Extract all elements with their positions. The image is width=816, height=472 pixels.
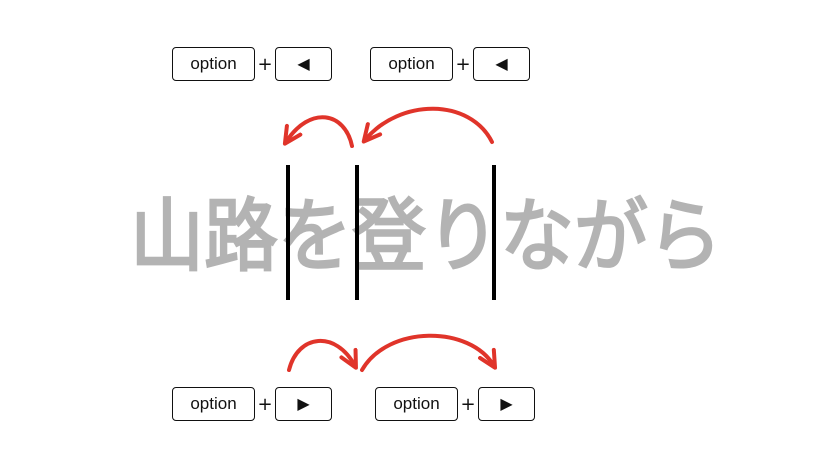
key-combo-option-left-1: option + ◀	[172, 47, 332, 81]
right-triangle-icon: ▶	[275, 387, 332, 421]
key-combo-option-left-2: option + ◀	[370, 47, 530, 81]
left-move-arrow-1	[282, 115, 354, 148]
left-triangle-icon: ◀	[275, 47, 332, 81]
option-key: option	[172, 387, 255, 421]
plus-sign: +	[460, 393, 476, 415]
right-move-arrow-1	[287, 338, 358, 372]
right-move-arrow-2	[360, 333, 498, 372]
key-combo-option-right-2: option + ▶	[375, 387, 535, 421]
plus-sign: +	[257, 393, 273, 415]
right-triangle-icon: ▶	[478, 387, 535, 421]
option-key: option	[375, 387, 458, 421]
left-move-arrow-2	[361, 106, 494, 144]
option-key: option	[370, 47, 453, 81]
option-key: option	[172, 47, 255, 81]
plus-sign: +	[257, 53, 273, 75]
key-combo-option-right-1: option + ▶	[172, 387, 332, 421]
plus-sign: +	[455, 53, 471, 75]
japanese-sentence: 山路を登りながら	[130, 190, 722, 283]
left-triangle-icon: ◀	[473, 47, 530, 81]
